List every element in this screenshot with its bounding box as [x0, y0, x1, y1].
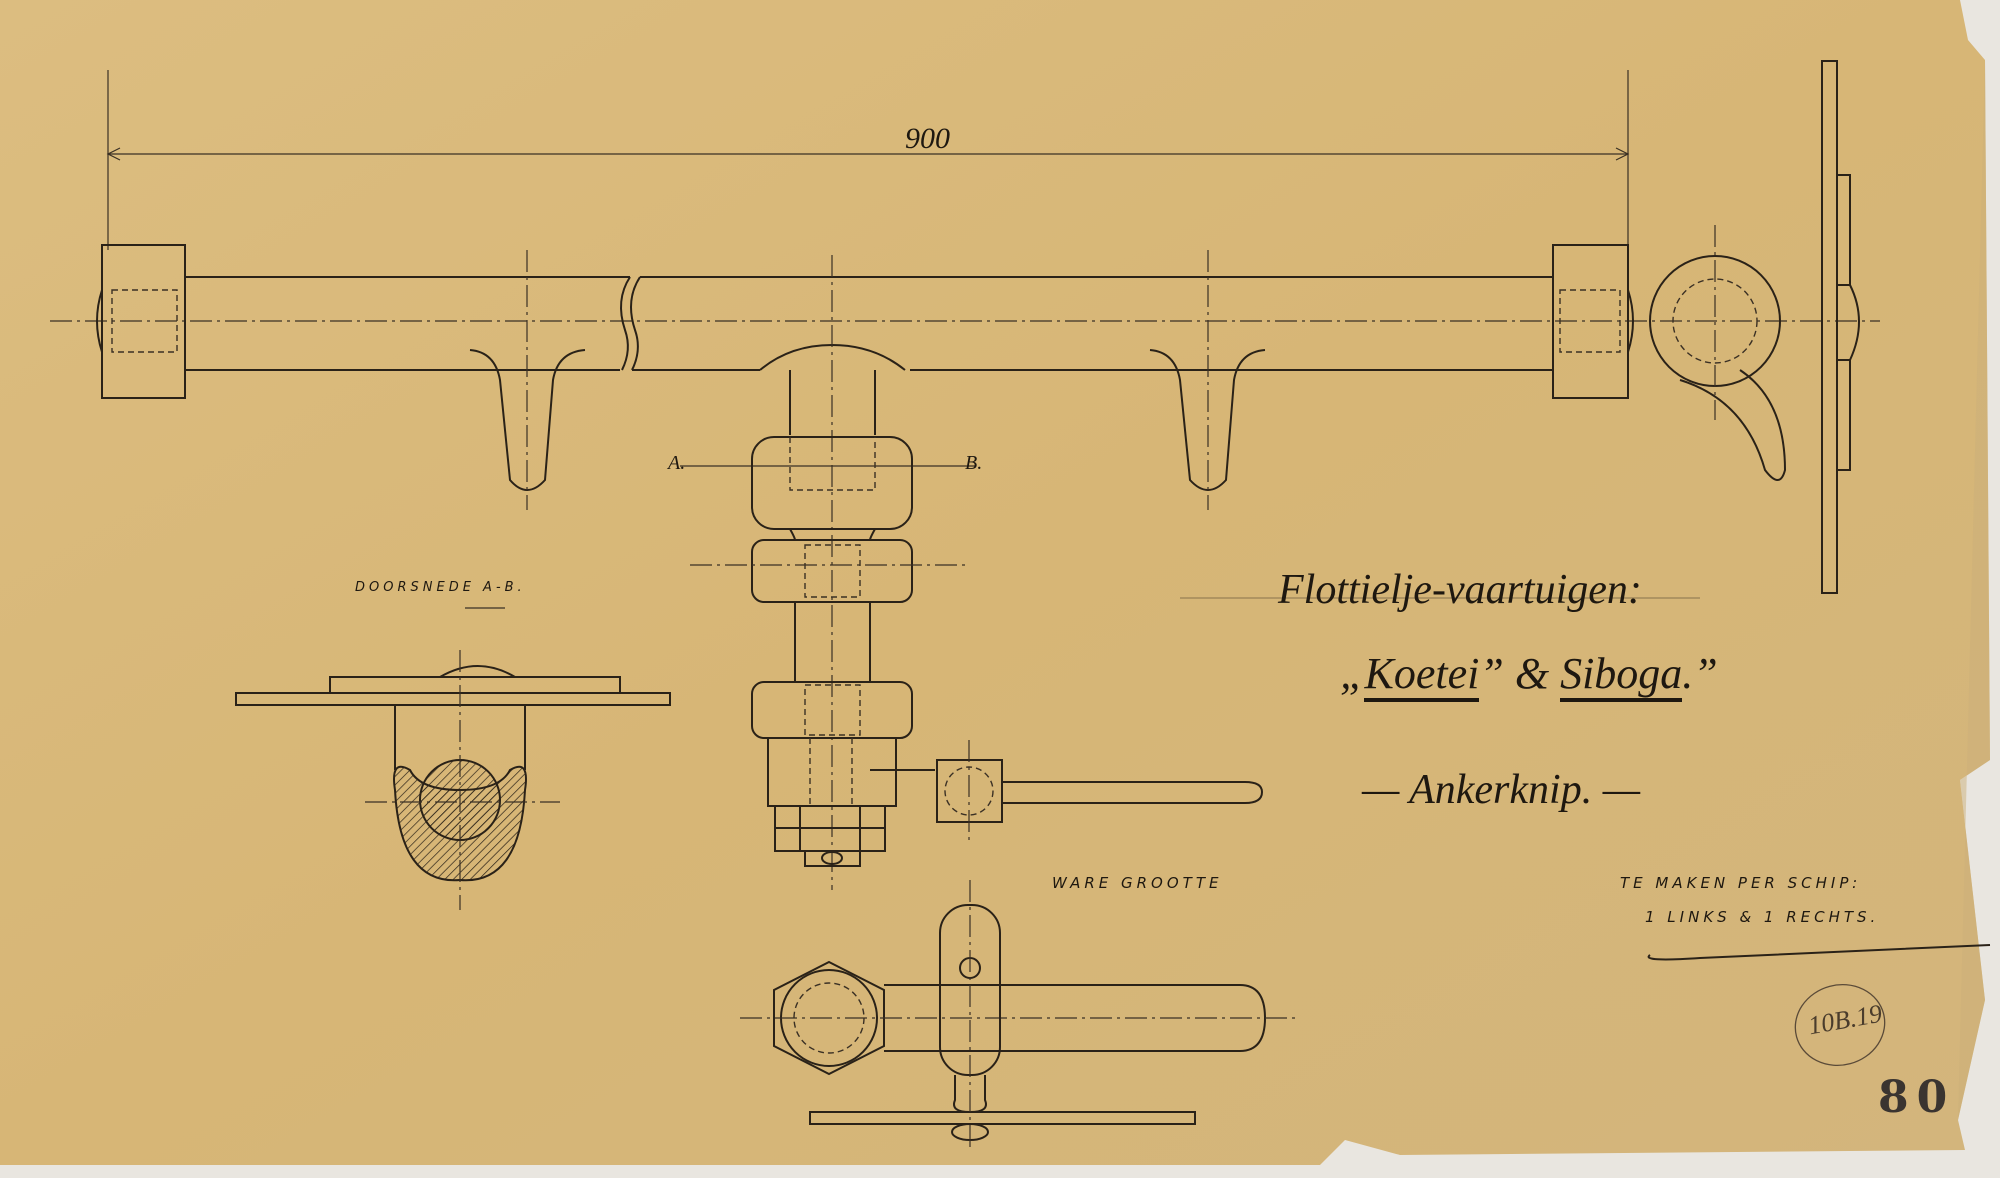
dimension-900 [106, 70, 1630, 250]
quote-close: .” [1682, 649, 1718, 698]
ship-name-2: Siboga [1560, 649, 1683, 702]
section-a-b [235, 650, 671, 910]
quote-mid: ” [1479, 649, 1515, 698]
stem-front-view [680, 255, 1264, 890]
quote-open: „ [1340, 649, 1365, 698]
dimension-label: 900 [905, 122, 950, 155]
ampersand: & [1514, 649, 1550, 698]
rod-end-view [1649, 60, 1860, 594]
signature-flourish [1647, 944, 1991, 961]
part-name: Ankerknip. [1409, 767, 1593, 813]
title-line-2: „Koetei” & Siboga.” [1340, 648, 1718, 702]
archive-mark-circle [1794, 983, 1886, 1067]
scale-note: WARE GROOTTE [1052, 874, 1223, 892]
section-label: DOORSNEDE A-B. [355, 580, 526, 595]
title-line-1: Flottielje-vaartuigen: [1278, 567, 1642, 613]
title-line-3: — Ankerknip. — [1362, 767, 1641, 813]
section-mark-b: B. [965, 452, 983, 474]
ship-name-1: Koetei [1364, 649, 1480, 702]
note-line-2: 1 LINKS & 1 RECHTS. [1645, 908, 1880, 926]
rod-side-view [50, 244, 1880, 510]
note-line-1: TE MAKEN PER SCHIP: [1620, 874, 1862, 892]
sheet-number: 80 [1878, 1072, 1956, 1123]
section-mark-a: A. [668, 452, 686, 474]
plan-view [740, 880, 1300, 1150]
